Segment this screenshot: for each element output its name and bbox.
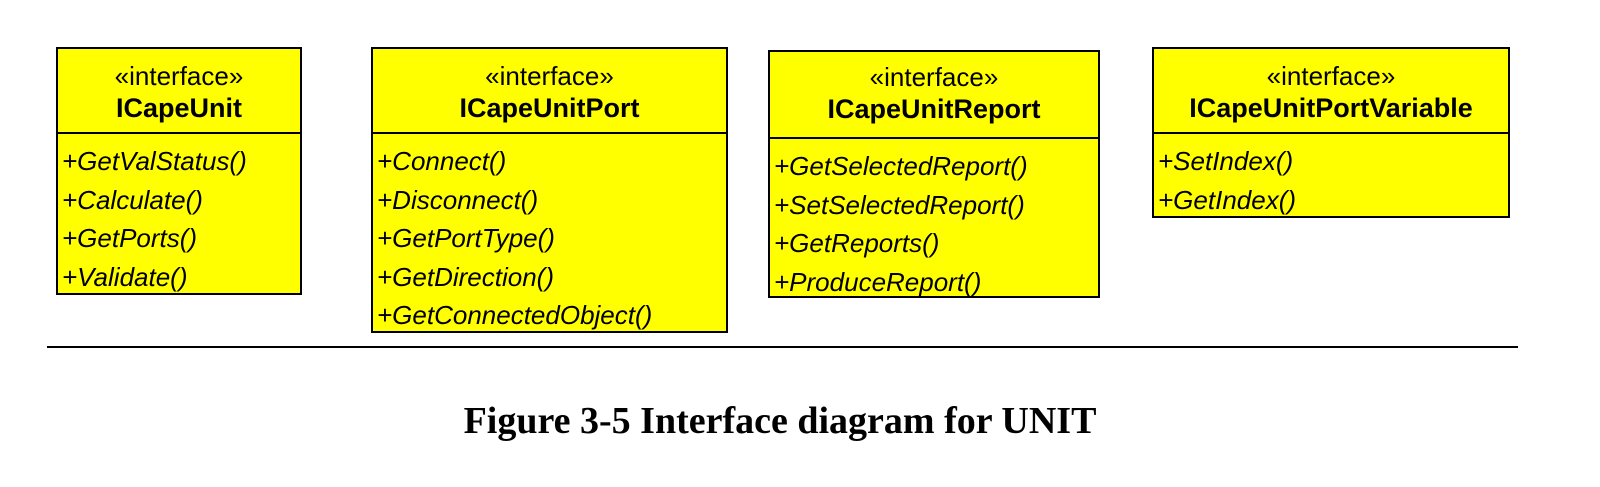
interface-box-icapeunit: «interface» ICapeUnit +GetValStatus() +C… (56, 47, 302, 295)
figure-caption: Figure 3-5 Interface diagram for UNIT (463, 400, 1097, 442)
interface-box-icapeunitport: «interface» ICapeUnitPort +Connect() +Di… (371, 47, 728, 333)
stereotype-label: «interface» (1266, 61, 1396, 91)
stereotype-label: «interface» (485, 61, 614, 91)
stereotype-label: «interface» (114, 61, 244, 91)
operation: +SetSelectedReport() (774, 189, 1025, 220)
operation-list: +Connect() +Disconnect() +GetPortType() … (373, 134, 726, 335)
operation: +GetValStatus() (62, 146, 247, 176)
operation-list: +GetSelectedReport() +SetSelectedReport(… (770, 139, 1098, 301)
operation: +ProduceReport() (774, 266, 982, 297)
operation-list: +GetValStatus() +Calculate() +GetPorts()… (58, 134, 300, 296)
interface-header: «interface» ICapeUnitPortVariable (1154, 49, 1508, 134)
interface-name: ICapeUnit (115, 93, 242, 123)
operation-list: +SetIndex() +GetIndex() (1154, 134, 1508, 219)
operation: +Connect() (377, 146, 507, 176)
operation: +Disconnect() (377, 184, 539, 215)
operation: +Validate() (62, 261, 188, 292)
operation: +SetIndex() (1158, 146, 1294, 176)
separator-rule (47, 346, 1518, 348)
interface-name: ICapeUnitReport (827, 94, 1041, 124)
operation: +GetPortType() (377, 223, 555, 253)
interface-header: «interface» ICapeUnitReport (770, 52, 1098, 139)
operation: +GetConnectedObject() (377, 300, 653, 330)
operation: +GetDirection() (377, 261, 554, 292)
operation: +GetReports() (774, 228, 940, 258)
operation: +GetIndex() (1158, 184, 1297, 215)
interface-name: ICapeUnitPort (459, 93, 640, 123)
stereotype-label: «interface» (869, 62, 999, 92)
interface-header: «interface» ICapeUnitPort (373, 49, 726, 134)
operation: +Calculate() (62, 184, 203, 215)
operation: +GetPorts() (62, 223, 198, 253)
interface-box-icapeunitreport: «interface» ICapeUnitReport +GetSelected… (768, 50, 1100, 298)
operation: +GetSelectedReport() (774, 151, 1028, 181)
interface-name: ICapeUnitPortVariable (1189, 93, 1473, 123)
interface-header: «interface» ICapeUnit (58, 49, 300, 134)
interface-box-icapeunitportvariable: «interface» ICapeUnitPortVariable +SetIn… (1152, 47, 1510, 218)
